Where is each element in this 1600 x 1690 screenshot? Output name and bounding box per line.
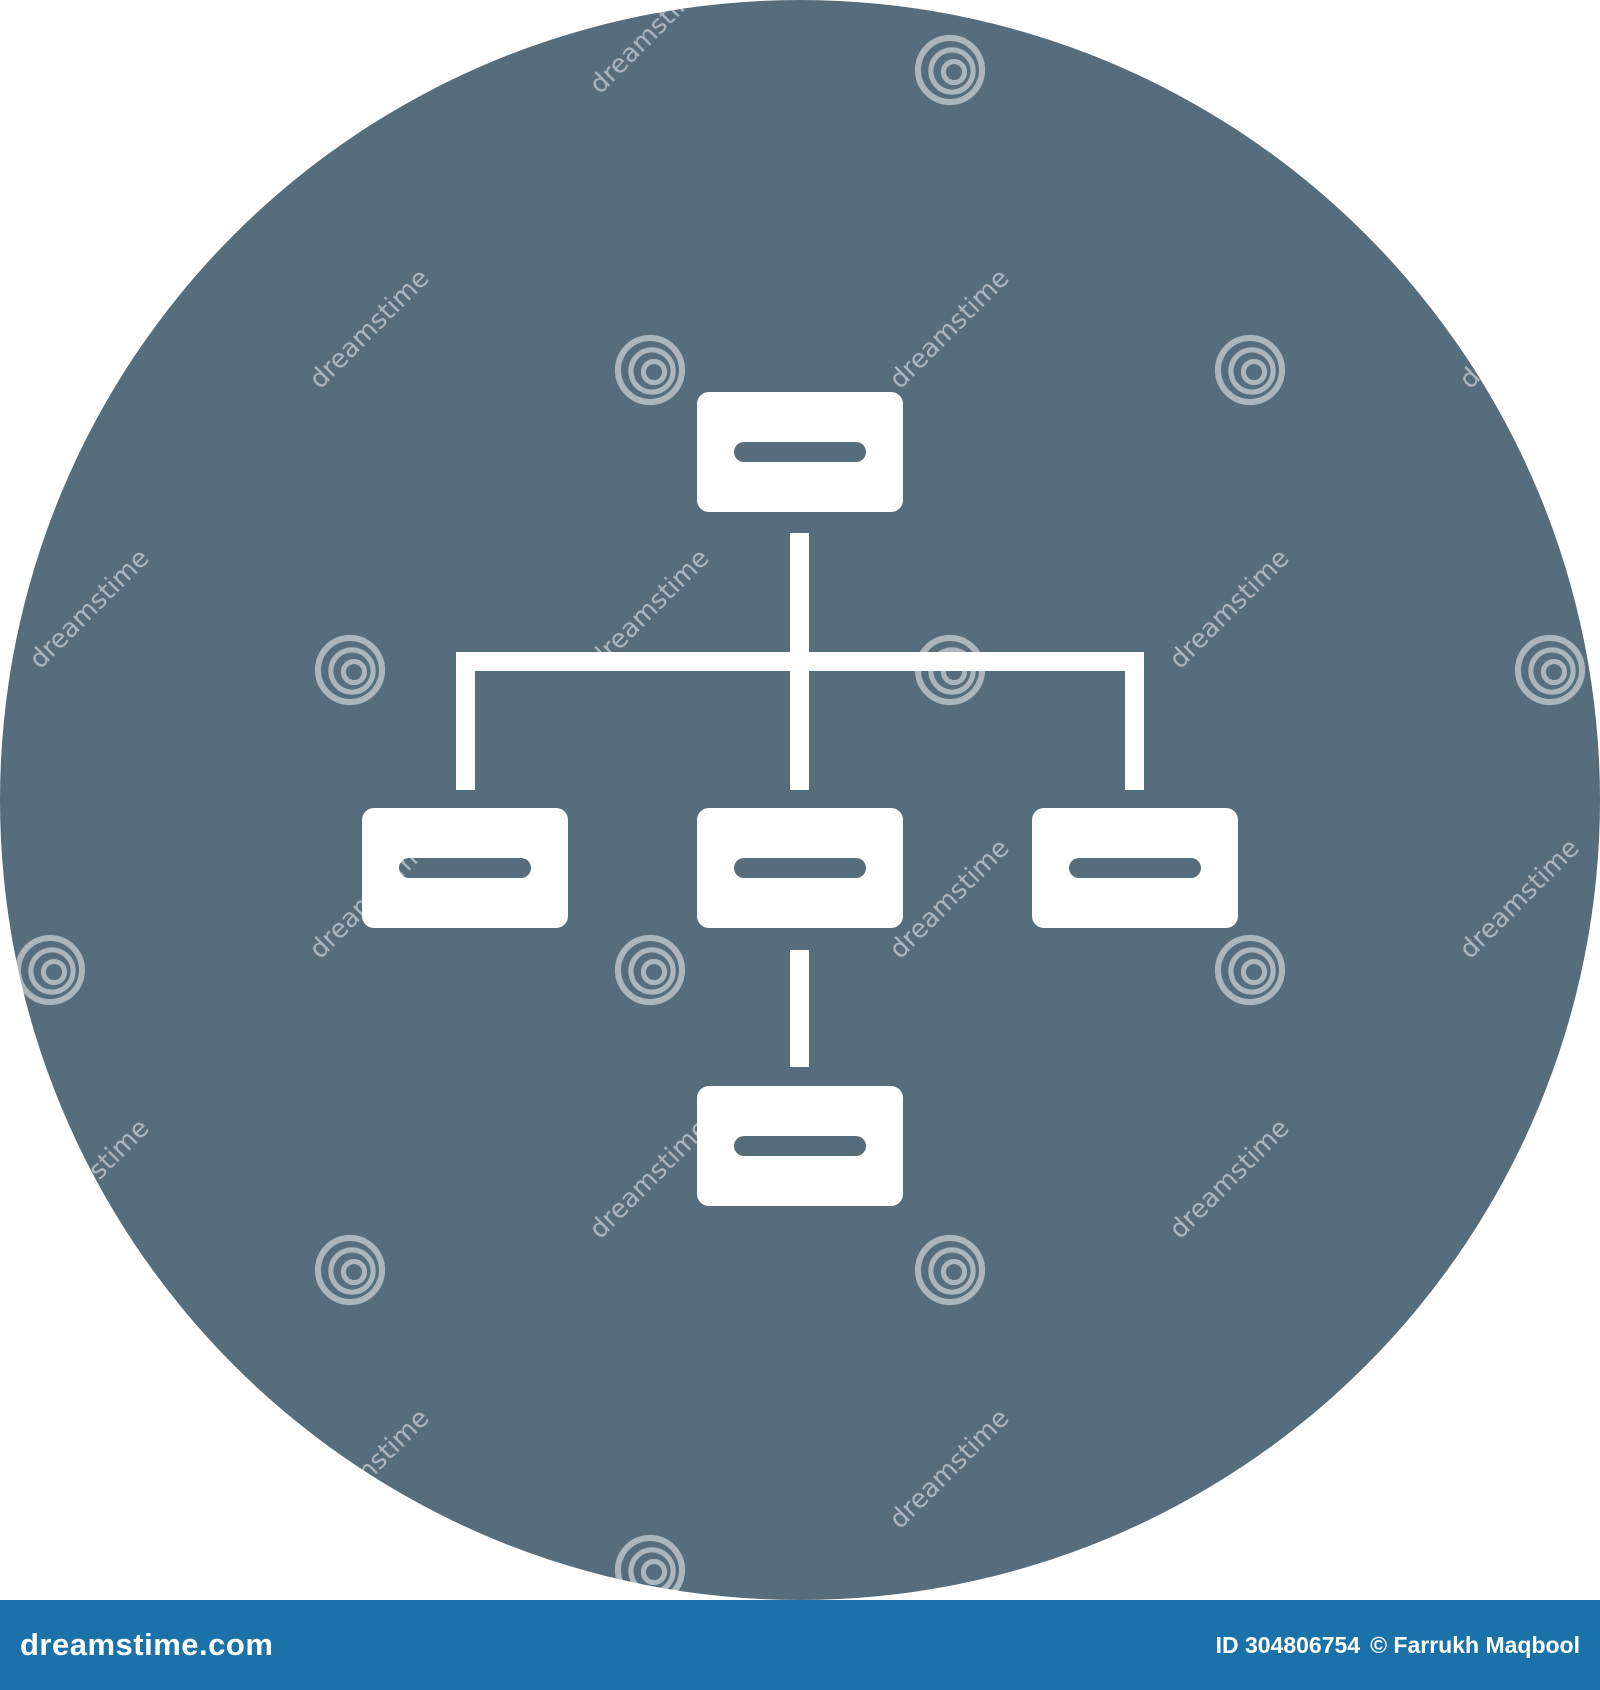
connector-bus-to-left (456, 652, 475, 790)
spiral-logo-icon (315, 635, 385, 705)
watermark-text: dreamstime (1454, 263, 1586, 395)
node-label-bar (734, 1136, 866, 1156)
spiral-logo-icon (615, 935, 685, 1005)
grandchild-node (697, 1086, 903, 1206)
spiral-logo-icon (1215, 935, 1285, 1005)
spiral-logo-icon (315, 35, 385, 105)
node-label-bar (734, 442, 866, 462)
node-label-bar (1069, 858, 1201, 878)
node-label-bar (734, 858, 866, 878)
connector-bus-to-center (790, 652, 809, 790)
spiral-logo-icon (15, 935, 85, 1005)
node-label-bar (399, 858, 531, 878)
child-node-right (1032, 808, 1238, 928)
spiral-logo-icon (1215, 1535, 1285, 1600)
footer-credit: ID 304806754 © Farrukh Maqbool (1216, 1632, 1580, 1659)
watermark-text: dreamstime (1184, 0, 1316, 100)
image-id: ID 304806754 (1215, 1631, 1361, 1658)
root-node (697, 392, 903, 512)
footer-brand-logo: dreamstime.com (20, 1627, 274, 1662)
spiral-logo-icon (15, 335, 85, 405)
spiral-logo-icon (15, 1535, 85, 1600)
connector-bus-to-right (1125, 652, 1144, 790)
spiral-logo-icon (915, 35, 985, 105)
author-credit: © Farrukh Maqbool (1370, 1631, 1580, 1658)
connector-root-to-bus (790, 533, 809, 671)
spiral-logo-icon (615, 1535, 685, 1600)
spiral-logo-icon (915, 1235, 985, 1305)
spiral-logo-icon (315, 1235, 385, 1305)
spiral-logo-icon (915, 635, 985, 705)
footer-bar: dreamstime.com ID 304806754 © Farrukh Ma… (0, 1600, 1600, 1690)
connector-center-to-grandchild (790, 950, 809, 1067)
spiral-logo-icon (615, 335, 685, 405)
spiral-logo-icon (1515, 635, 1585, 705)
spiral-logo-icon (1215, 335, 1285, 405)
spiral-logo-icon (1515, 35, 1585, 105)
child-node-left (362, 808, 568, 928)
background-circle (0, 0, 1600, 1600)
spiral-logo-icon (1515, 1235, 1585, 1305)
child-node-center (697, 808, 903, 928)
